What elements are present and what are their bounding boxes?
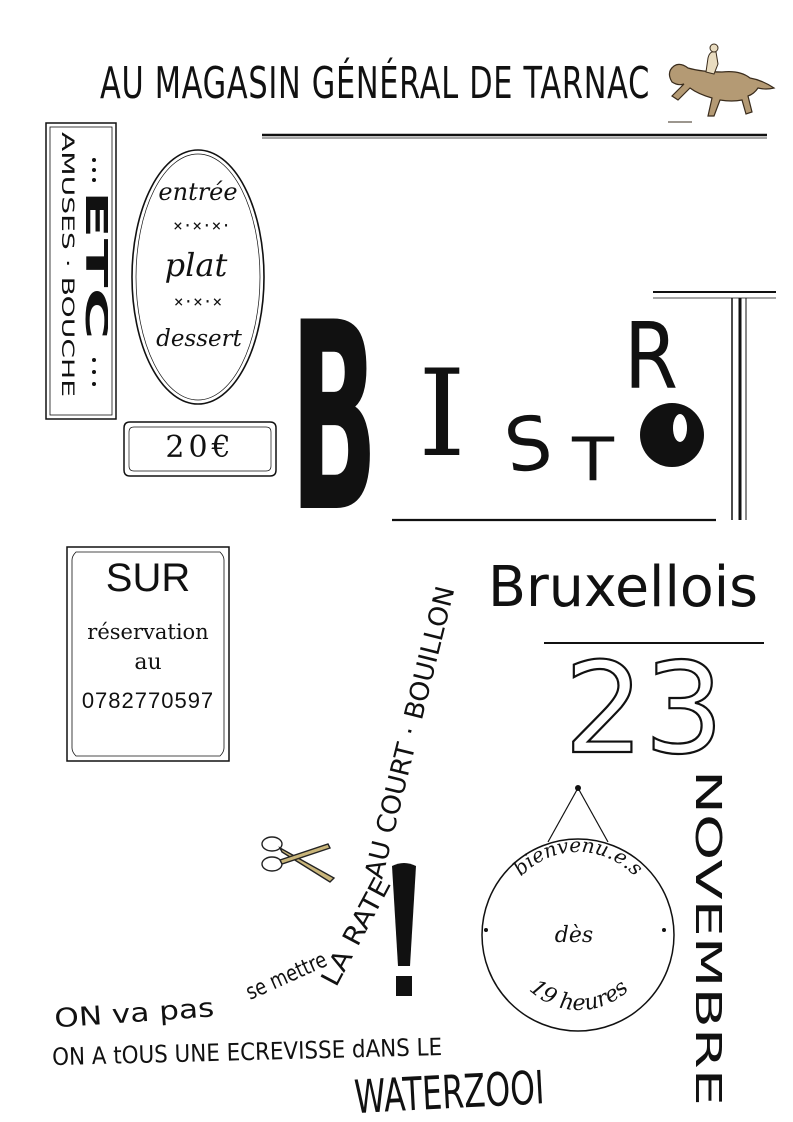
bistrot-letter-s: S xyxy=(500,399,558,491)
reservation-au: au xyxy=(134,650,162,675)
reservation-phone: 0782770597 xyxy=(81,688,215,713)
price-box xyxy=(122,420,278,478)
header-title: AU MAGASIN GÉNÉRAL DE TARNAC xyxy=(96,40,656,110)
menu-entree: entrée xyxy=(158,178,238,206)
date-day-text: 23 xyxy=(564,650,724,760)
bistrot-letter-o xyxy=(640,403,704,467)
menu-separator-1: ×·×·×· xyxy=(173,216,231,235)
horse-rider-icon xyxy=(662,42,780,124)
sign-middle: dès xyxy=(555,923,593,948)
reservation-box xyxy=(66,546,230,762)
amuses-bouche-box xyxy=(45,122,117,420)
footer-line-1-text: ON va pas xyxy=(53,993,215,1030)
price-label: 20€ xyxy=(165,430,235,465)
footer-line-3: WATERZOOI xyxy=(352,1054,552,1122)
se-mettre-text: se mettre xyxy=(242,948,331,1000)
menu-separator-2: ×·×·× xyxy=(173,292,223,311)
reservation-sur: SUR xyxy=(105,556,191,600)
reservation-label: réservation xyxy=(87,620,209,644)
footer-line-1: ON va pas xyxy=(52,990,252,1034)
bruxellois-rule xyxy=(544,630,764,644)
amuses-bouche-text: AMUSES · BOUCHE xyxy=(57,132,77,397)
scissors-icon xyxy=(258,830,338,890)
bistrot-tall-t xyxy=(653,291,776,532)
bistrot-letter-i: I xyxy=(418,345,466,484)
etc-label: ETC xyxy=(78,150,113,410)
bistrot-letter-b: B xyxy=(290,280,378,520)
date-day: 23 xyxy=(560,634,730,783)
sign-arc-top: bienvenu.e.s xyxy=(508,833,648,880)
menu-oval xyxy=(128,146,268,408)
bistrot-title: B I S T R xyxy=(288,268,778,570)
exclamation-mark xyxy=(386,860,422,1000)
curved-text: AU COURT · BOUILLON LA RATE se mettre xyxy=(240,580,461,1005)
date-month: NOVEMBRE xyxy=(686,766,732,1111)
menu-dessert: dessert xyxy=(156,326,242,352)
sign-arc-bottom: 19 heures xyxy=(525,975,634,1016)
header-title-text: AU MAGASIN GÉNÉRAL DE TARNAC xyxy=(100,56,650,109)
bruxellois-text: Bruxellois xyxy=(488,555,758,620)
bistrot-letter-r: R xyxy=(624,303,678,410)
bistrot-letter-t: T xyxy=(571,425,615,495)
welcome-sign: bienvenu.e.s dès 19 heures xyxy=(478,780,678,1050)
footer-line-2: ON A tOUS UNE ECREVISSE dANS LE xyxy=(50,1026,450,1071)
bruxellois-subtitle: Bruxellois xyxy=(486,540,762,620)
court-bouillon-text: AU COURT · BOUILLON xyxy=(360,583,460,881)
amuses-bouche-label: AMUSES · BOUCHE xyxy=(56,130,78,410)
etc-text: ETC xyxy=(80,190,108,340)
date-month-text: NOVEMBRE xyxy=(687,770,728,1106)
menu-plat: plat xyxy=(164,246,228,284)
header-rule xyxy=(262,124,767,139)
footer-line-3-text: WATERZOOI xyxy=(353,1060,546,1118)
bistrot-rule xyxy=(392,507,716,522)
